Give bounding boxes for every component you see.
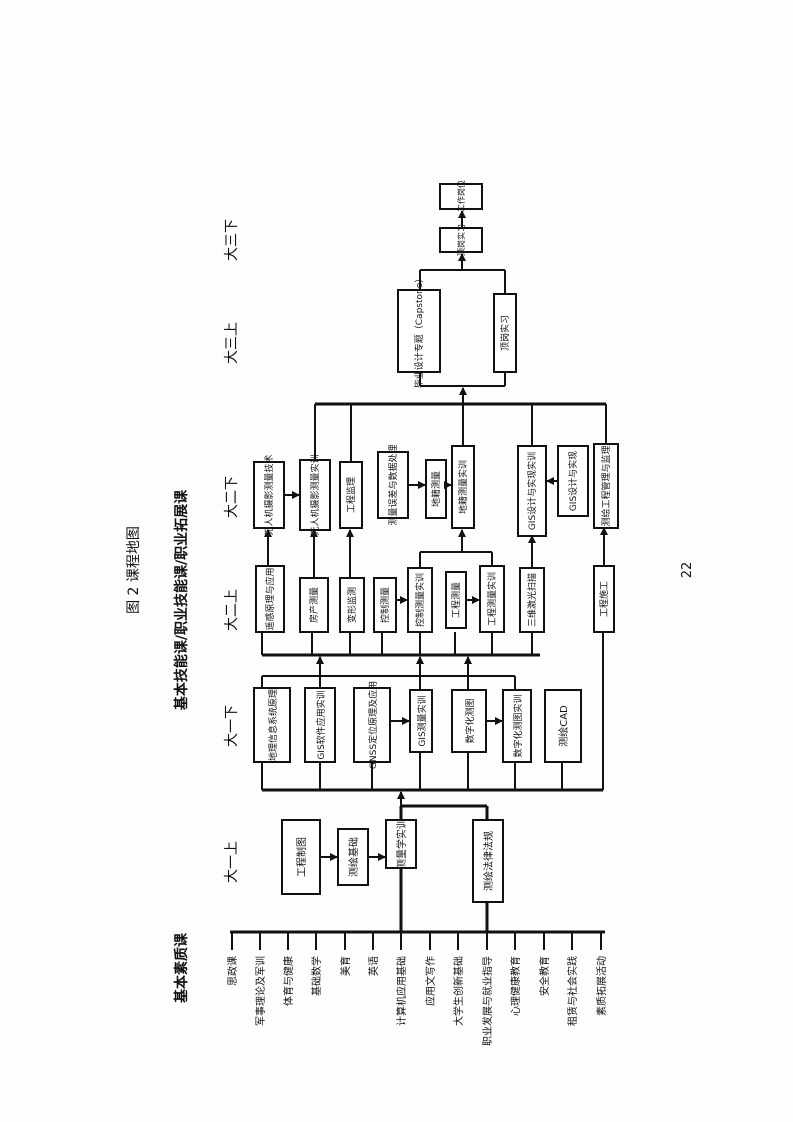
page-number: 22	[680, 562, 695, 579]
course-surveying-management: 测绘工程管理与监理	[600, 445, 612, 526]
course-deformation: 变形监测	[346, 587, 358, 623]
course-cadastral-survey: 地籍测量	[430, 471, 442, 507]
course-box-digital-mapping-practice	[502, 689, 532, 763]
basic-course-12: 租赁与社会实践	[566, 956, 579, 1026]
course-gnss: GNSS定位原理及应用	[367, 681, 379, 769]
course-box-gnss	[353, 687, 391, 763]
course-error-processing: 测量误差与数据处理	[387, 444, 399, 525]
course-box-job-position	[439, 183, 483, 210]
course-box-gis-design-practice	[517, 445, 547, 537]
course-gis-principles: 地理信息系统原理	[267, 689, 279, 761]
basic-course-8: 大学生创新基础	[452, 956, 465, 1026]
course-cadastral-practice: 地籍测量实训	[457, 460, 469, 514]
figure-caption: 图 2 课程地图	[126, 526, 142, 614]
course-engineering-supervision: 工程监理	[345, 477, 357, 513]
course-digital-mapping-practice: 数字化测图实训	[512, 694, 524, 757]
course-surveying-cad: 测绘CAD	[557, 705, 570, 747]
basic-course-5: 英语	[367, 956, 380, 976]
year-label-2b: 大二下	[224, 476, 240, 518]
course-laser-scan: 三维激光扫描	[526, 573, 538, 627]
basic-course-13: 素质拓展活动	[595, 956, 608, 1016]
course-surveying-regulations: 测绘法律法规	[482, 831, 495, 891]
core-header: 基本技能课/职业技能课/职业拓展课	[173, 489, 190, 710]
basic-course-4: 美育	[339, 956, 352, 976]
basic-header: 基本素质课	[173, 932, 190, 1003]
course-internship-3a: 顶岗实习	[499, 315, 511, 351]
course-property-survey: 房产测量	[308, 587, 320, 623]
basic-course-ticks	[231, 932, 602, 950]
basic-course-7: 应用文写作	[424, 956, 437, 1006]
year-label-1b: 大一下	[224, 705, 240, 747]
year-label-2a: 大二上	[224, 589, 240, 631]
basic-course-9: 职业发展与就业指导	[481, 956, 494, 1046]
course-gis-software: GIS软件应用实训	[315, 690, 327, 759]
course-box-deformation	[339, 577, 365, 633]
course-box-capstone	[397, 289, 441, 373]
year-label-1a: 大一上	[224, 841, 240, 883]
course-control-practice: 控制测量实训	[414, 573, 426, 627]
course-uav-practice: 无人机摄影测量实训	[309, 454, 321, 535]
year-label-3b: 大三下	[224, 219, 240, 261]
basic-course-3: 基础数学	[310, 956, 323, 996]
basic-course-6: 计算机应用基础	[395, 956, 408, 1026]
course-engineering-drawing: 工程制图	[295, 837, 308, 877]
course-box-error-processing	[377, 451, 409, 519]
course-internship-3b: 顶岗实习	[456, 224, 466, 256]
course-box-engineering-drawing	[281, 819, 321, 895]
course-gis-design: GIS设计与实现	[567, 451, 579, 511]
course-job-position: 工作岗位	[456, 180, 466, 212]
course-engineering-construction: 工程施工	[598, 581, 610, 617]
basic-course-0: 思政课	[226, 956, 239, 986]
course-box-surveying-management	[593, 443, 619, 529]
course-box-surveying-regulations	[472, 819, 504, 903]
course-box-control-survey	[373, 577, 397, 633]
course-capstone: 毕业设计专题（Capstone）	[413, 274, 425, 388]
year-label-3a: 大三上	[224, 322, 240, 364]
course-box-laser-scan	[519, 567, 545, 633]
basic-course-labels: 思政课 军事理论及军训 体育与健康 基础数学 美育 英语 计算机应用基础 应用文…	[226, 956, 608, 1046]
course-box-engineering-practice	[479, 565, 505, 633]
course-gis-design-practice: GIS设计与实现实训	[526, 452, 538, 530]
course-control-survey: 控制测量	[379, 587, 391, 623]
course-digital-mapping: 数字化测图	[464, 698, 476, 743]
course-box-remote-sensing	[255, 565, 285, 633]
course-box-gis-principles	[253, 687, 291, 763]
course-box-cadastral-survey	[425, 459, 447, 519]
course-box-surveying-cad	[544, 689, 582, 763]
basic-course-2: 体育与健康	[282, 956, 295, 1006]
course-box-control-practice	[407, 567, 433, 633]
basic-course-1: 军事理论及军训	[254, 956, 267, 1026]
course-surveying-basics: 测绘基础	[347, 837, 360, 877]
course-surveying-practice: 测量学实训	[395, 819, 408, 869]
course-remote-sensing: 遥感原理与应用	[264, 567, 276, 630]
basic-course-11: 安全教育	[538, 956, 551, 996]
basic-course-10: 心理健康教育	[509, 956, 522, 1016]
course-engineering-practice: 工程测量实训	[486, 572, 498, 626]
course-engineering-survey: 工程测量	[451, 582, 462, 618]
course-box-internship-3b	[439, 227, 483, 253]
course-gis-survey-practice: GIS测量实训	[416, 695, 428, 746]
course-uav-technology: 无人机摄影测量技术	[263, 454, 275, 535]
